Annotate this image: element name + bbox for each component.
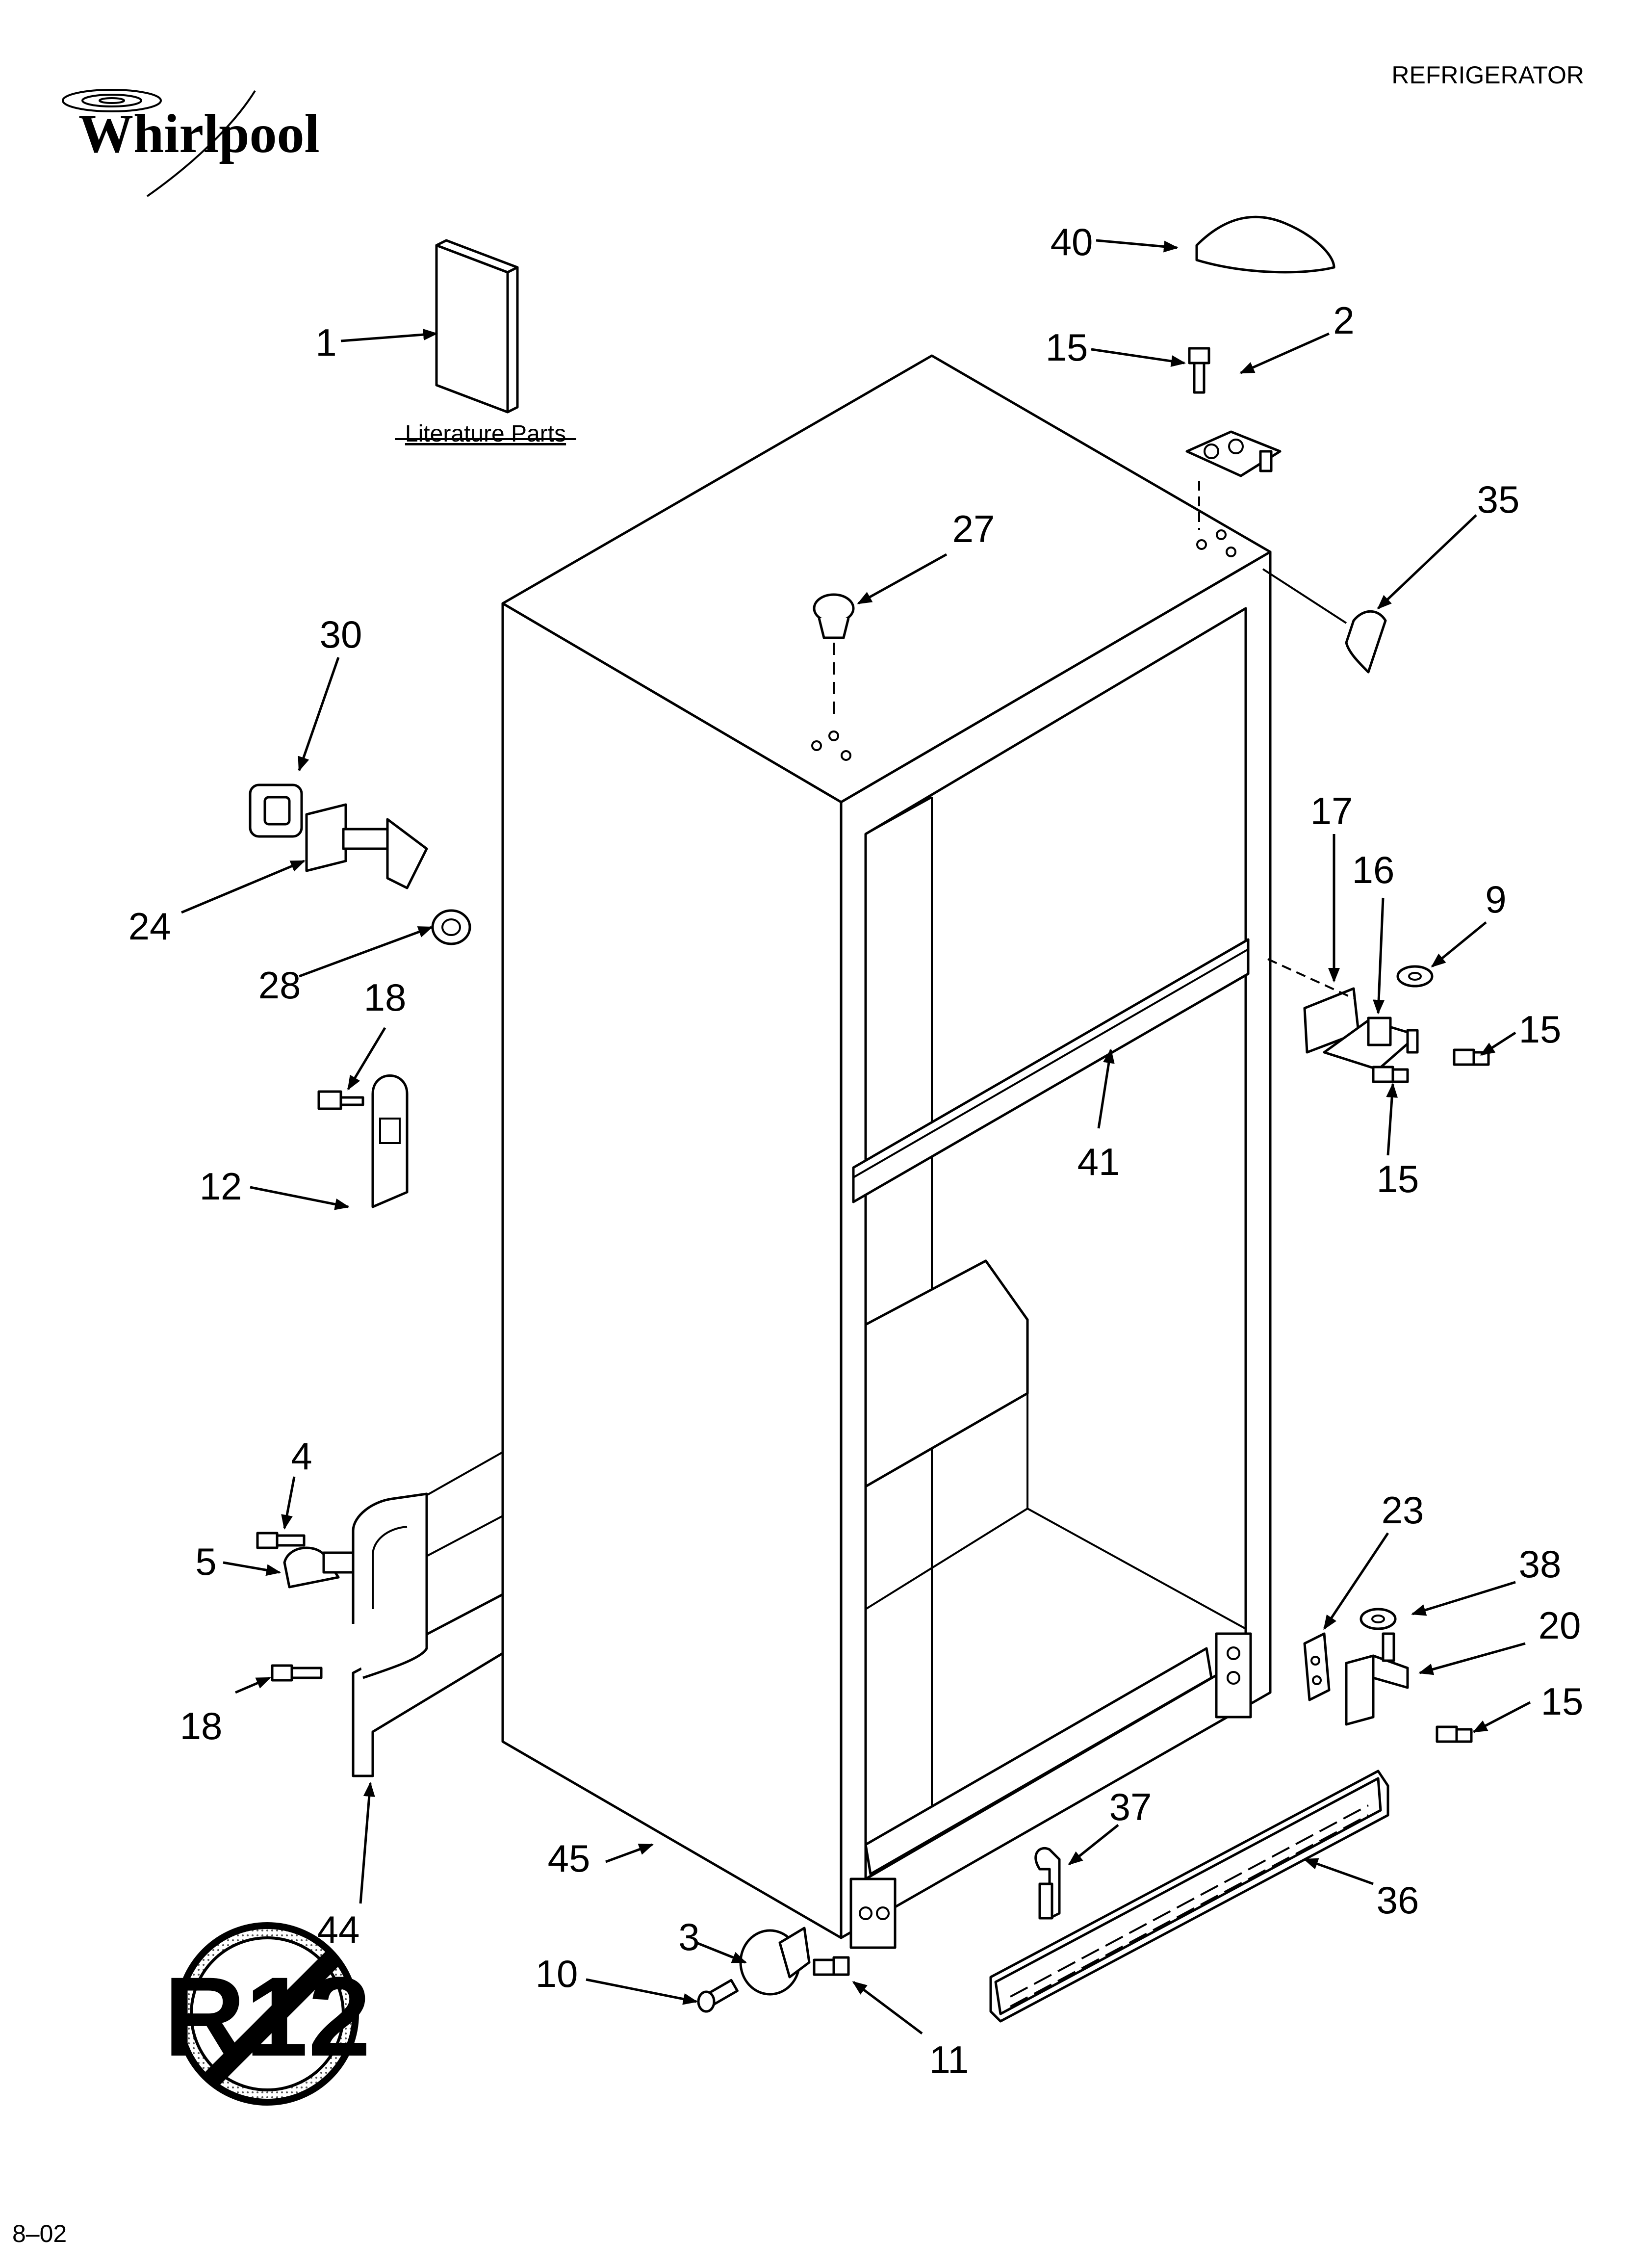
top-hinge-2	[1185, 430, 1282, 530]
callout-17: 17	[1310, 789, 1353, 833]
callout-24: 24	[128, 905, 171, 948]
cabinet-45	[501, 354, 1272, 1949]
screw-18-lower	[271, 1664, 323, 1682]
callout-30: 30	[320, 613, 362, 656]
callout-20: 20	[1539, 1604, 1581, 1647]
callout-36: 36	[1377, 1878, 1419, 1922]
clip-12	[317, 1074, 409, 1208]
callout-40: 40	[1051, 220, 1093, 263]
center-hinge-16	[1267, 958, 1419, 1071]
callout-numbers: 1 2 3 4 5 9 10 11 12 15 15 15 15 16 17 1…	[128, 220, 1584, 2081]
callout-44: 44	[317, 1908, 360, 1951]
callout-15-top: 15	[1046, 326, 1088, 369]
pin-10	[697, 1979, 739, 2013]
roller-3	[739, 1927, 811, 1996]
clamp-5	[283, 1546, 355, 1589]
literature-book	[435, 239, 519, 414]
hinge-shim-35	[1262, 568, 1387, 674]
callout-4: 4	[291, 1434, 312, 1478]
callout-38: 38	[1519, 1542, 1562, 1586]
callout-16: 16	[1352, 848, 1395, 891]
callout-15-mid: 15	[1377, 1157, 1419, 1200]
callout-2: 2	[1333, 299, 1354, 342]
callout-9: 9	[1485, 878, 1506, 921]
screw-15-mid-lower	[1372, 1066, 1409, 1083]
callout-5: 5	[195, 1540, 216, 1583]
washer-38	[1360, 1608, 1397, 1630]
callout-12: 12	[200, 1165, 242, 1208]
callout-18-lower: 18	[180, 1704, 223, 1747]
leader-lines	[181, 239, 1531, 2034]
callout-1: 1	[315, 321, 336, 364]
door-handle-bracket	[352, 1492, 428, 1679]
hinge-cover-40	[1195, 215, 1335, 274]
callout-37: 37	[1109, 1785, 1152, 1828]
base-grille-36	[989, 1770, 1389, 2023]
shim-23	[1303, 1632, 1331, 1701]
no-r12-badge: R12	[164, 1922, 371, 2106]
door-stop-24	[305, 803, 428, 889]
callout-27: 27	[952, 507, 995, 550]
bottom-hinge-20	[1345, 1632, 1409, 1726]
callout-15-bottom: 15	[1541, 1680, 1584, 1723]
callout-11: 11	[929, 2038, 969, 2081]
callout-35: 35	[1477, 478, 1520, 521]
callout-45: 45	[548, 1837, 590, 1880]
callout-41: 41	[1078, 1140, 1120, 1183]
plug-button-27	[813, 593, 855, 721]
screw-15-top	[1188, 347, 1210, 394]
grommet-30	[249, 783, 303, 838]
screw-11	[813, 1956, 850, 1976]
callout-28: 28	[258, 964, 301, 1007]
screw-4	[256, 1532, 306, 1549]
callout-15-right: 15	[1519, 1008, 1562, 1051]
literature-label: Literature Parts	[405, 421, 566, 447]
grille-clip-37	[1034, 1847, 1061, 1920]
callout-10: 10	[536, 1952, 578, 1995]
brand-name: Whirlpool	[78, 104, 320, 164]
mullion-bar-41	[852, 938, 1250, 1203]
washer-28	[431, 909, 471, 945]
screw-15-mid	[1453, 1048, 1490, 1066]
screw-15-bottom	[1436, 1725, 1473, 1743]
callout-18-upper: 18	[364, 976, 407, 1019]
callout-3: 3	[678, 1915, 699, 1958]
callout-23: 23	[1382, 1488, 1424, 1532]
bottom-rail	[864, 1647, 1213, 1876]
date-code: 8–02	[12, 2220, 67, 2247]
washer-9	[1396, 965, 1434, 988]
whirlpool-logo: Whirlpool	[62, 89, 320, 197]
diagram-title: REFRIGERATOR	[1391, 61, 1584, 89]
